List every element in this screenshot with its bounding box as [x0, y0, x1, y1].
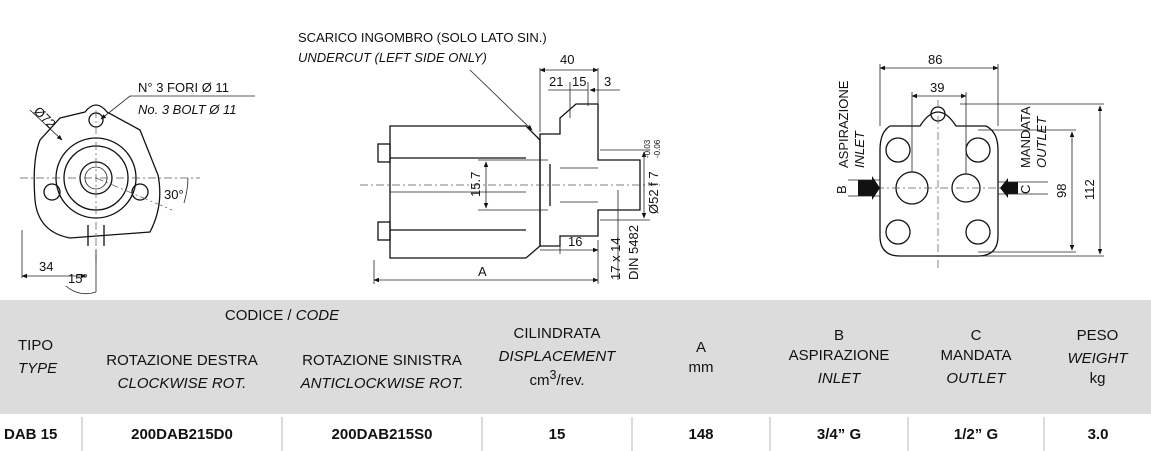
technical-drawings: Ø72 N° 3 FORI Ø 11 No. 3 BOLT Ø 11 30° 3… — [0, 0, 1151, 300]
cell-inlet: 3/4” G — [770, 416, 908, 451]
front-view: Ø72 N° 3 FORI Ø 11 No. 3 BOLT Ø 11 30° 3… — [20, 80, 255, 294]
side-dim-15: 15 — [572, 74, 586, 89]
rear-dim-39: 39 — [930, 80, 944, 95]
cell-code-ccw: 200DAB215S0 — [282, 416, 482, 451]
side-dim-15-7: 15.7 — [468, 172, 483, 197]
front-angle-30: 30° — [164, 187, 184, 202]
side-tol-top: -0.03 — [643, 139, 652, 158]
rear-inlet-it: ASPIRAZIONE — [836, 80, 851, 168]
cell-a: 148 — [632, 416, 770, 451]
table-row: DAB 15 200DAB215D0 200DAB215S0 15 148 3/… — [0, 416, 1151, 451]
front-angle-15: 15° — [68, 271, 88, 286]
front-diameter-label: Ø72 — [31, 104, 59, 132]
cell-tipo: DAB 15 — [0, 416, 82, 451]
rear-dim-112: 112 — [1082, 179, 1097, 200]
header-a: A mm — [632, 300, 770, 416]
side-dim-16: 16 — [568, 234, 582, 249]
side-dim-a: A — [478, 264, 487, 279]
side-undercut-it: SCARICO INGOMBRO (SOLO LATO SIN.) — [298, 30, 547, 45]
rear-port-c: C — [1018, 185, 1033, 194]
header-c: C MANDATA OUTLET — [908, 300, 1044, 416]
header-rot-destra: ROTAZIONE DESTRA CLOCKWISE ROT. — [82, 330, 282, 416]
header-peso: PESO WEIGHT kg — [1044, 300, 1151, 416]
header-cilindrata: CILINDRATA DISPLACEMENT cm3/rev. — [482, 300, 632, 416]
rear-port-b: B — [834, 185, 849, 194]
front-dim-34: 34 — [39, 259, 53, 274]
cell-outlet: 1/2” G — [908, 416, 1044, 451]
rear-view: 86 39 ASPIRAZIONE INLET B MANDATA OUTLET… — [834, 52, 1104, 270]
rear-outlet-en: OUTLET — [1034, 116, 1049, 168]
header-codice: CODICE / CODE — [82, 300, 482, 330]
side-dim-40: 40 — [560, 52, 574, 67]
front-bolt-label-en: No. 3 BOLT Ø 11 — [138, 102, 237, 117]
side-undercut-en: UNDERCUT (LEFT SIDE ONLY) — [298, 50, 487, 65]
rear-dim-98: 98 — [1054, 184, 1069, 198]
side-tol-bot: -0.06 — [653, 139, 662, 158]
side-dim-52: Ø52 f 7 — [646, 171, 661, 214]
rear-dim-86: 86 — [928, 52, 942, 67]
side-dim-21: 21 — [549, 74, 563, 89]
rear-outlet-it: MANDATA — [1018, 106, 1033, 168]
spec-table: TIPO TYPE CODICE / CODE CILINDRATA DISPL… — [0, 300, 1151, 451]
side-din: DIN 5482 — [626, 225, 641, 280]
side-spline: 17 x 14 — [608, 237, 623, 280]
rear-inlet-en: INLET — [852, 130, 867, 168]
header-b: B ASPIRAZIONE INLET — [770, 300, 908, 416]
front-bolt-label-it: N° 3 FORI Ø 11 — [138, 80, 229, 95]
side-dim-3: 3 — [604, 74, 611, 89]
cell-weight: 3.0 — [1044, 416, 1151, 451]
cell-displacement: 15 — [482, 416, 632, 451]
cell-code-cw: 200DAB215D0 — [82, 416, 282, 451]
header-tipo: TIPO TYPE — [0, 300, 82, 416]
table-header-row-top: TIPO TYPE CODICE / CODE CILINDRATA DISPL… — [0, 300, 1151, 330]
side-view: SCARICO INGOMBRO (SOLO LATO SIN.) UNDERC… — [298, 30, 662, 284]
header-rot-sinistra: ROTAZIONE SINISTRA ANTICLOCKWISE ROT. — [282, 330, 482, 416]
